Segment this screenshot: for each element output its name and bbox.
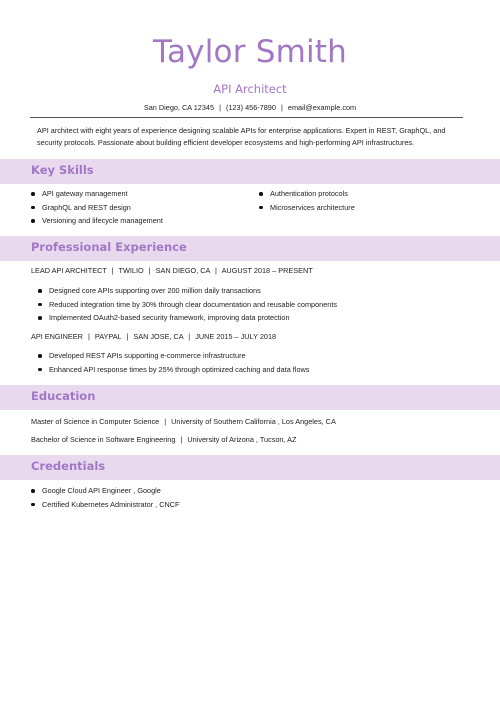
edu-separator: | [164, 417, 167, 426]
section-heading-skills: Key Skills [31, 163, 94, 177]
skills-list-right: Authentication protocols Microservices a… [259, 187, 355, 214]
job-separator: | [126, 332, 129, 341]
degree-name: Master of Science in Computer Science [31, 417, 160, 426]
job-separator: | [111, 266, 114, 275]
bullet-icon [259, 205, 263, 209]
skill-text: API gateway management [42, 189, 128, 198]
job-header-1: LEAD API ARCHITECT | TWILIO | SAN DIEGO,… [31, 266, 313, 275]
section-heading-education: Education [31, 389, 96, 403]
bullet-icon [38, 302, 42, 306]
summary-paragraph: API architect with eight years of experi… [37, 126, 446, 147]
job-role: API ENGINEER [31, 332, 83, 341]
bullet-icon [31, 502, 35, 506]
job-company: PAYPAL [94, 332, 122, 341]
list-item: Implemented OAuth2-based security framew… [38, 311, 337, 325]
achievement-text: Enhanced API response times by 25% throu… [49, 364, 310, 374]
bullet-icon [38, 316, 42, 320]
bullet-icon [259, 192, 263, 196]
contact-line: San Diego, CA 12345 | (123) 456-7890 | e… [0, 103, 500, 112]
list-item: GraphQL and REST design [31, 201, 163, 215]
job-dates: AUGUST 2018 – PRESENT [221, 266, 313, 275]
achievement-text: Developed REST APIs supporting e-commerc… [49, 351, 246, 360]
job-separator: | [148, 266, 151, 275]
section-band-experience: Professional Experience [0, 236, 500, 261]
list-item: Certified Kubernetes Administrator , CNC… [31, 498, 179, 512]
contact-email[interactable]: email@example.com [287, 103, 357, 112]
list-item: Designed core APIs supporting over 200 m… [38, 284, 337, 298]
list-item: Versioning and lifecycle management [31, 214, 163, 228]
skill-text: Authentication protocols [270, 189, 348, 198]
job-location: SAN JOSE, CA [133, 332, 184, 341]
job-title: API Architect [213, 82, 287, 96]
bullet-icon [31, 219, 35, 223]
list-item: API gateway management [31, 187, 163, 201]
bullet-icon [31, 489, 35, 493]
job-1-bullets: Designed core APIs supporting over 200 m… [38, 284, 337, 325]
job-separator: | [188, 332, 191, 341]
education-entry-1: Master of Science in Computer Science | … [31, 417, 336, 426]
list-item: Authentication protocols [259, 187, 355, 201]
edu-separator: | [180, 435, 183, 444]
bullet-icon [38, 367, 42, 371]
degree-name: Bachelor of Science in Software Engineer… [31, 435, 176, 444]
skill-text: Versioning and lifecycle management [42, 216, 163, 225]
job-role: LEAD API ARCHITECT [31, 266, 107, 275]
school-name: University of Southern California , Los … [171, 417, 336, 426]
list-item: Developed REST APIs supporting e-commerc… [38, 349, 309, 363]
job-separator: | [215, 266, 217, 275]
contact-separator: | [280, 103, 283, 112]
job-company: TWILIO [118, 266, 144, 275]
job-2-bullets: Developed REST APIs supporting e-commerc… [38, 349, 309, 376]
list-item: Microservices architecture [259, 201, 355, 215]
school-name: University of Arizona , Tucson, AZ [187, 435, 297, 444]
contact-separator: | [219, 103, 221, 112]
job-separator: | [87, 332, 90, 341]
credentials-list: Google Cloud API Engineer , Google Certi… [31, 484, 179, 511]
list-item: Google Cloud API Engineer , Google [31, 484, 179, 498]
achievement-text: Designed core APIs supporting over 200 m… [49, 286, 261, 295]
job-location: SAN DIEGO, CA [155, 266, 210, 275]
list-item: Enhanced API response times by 25% throu… [38, 363, 309, 377]
achievement-text: Implemented OAuth2-based security framew… [49, 313, 290, 322]
list-item: Reduced integration time by 30% through … [38, 298, 337, 312]
header-divider [30, 117, 463, 118]
section-band-credentials: Credentials [0, 455, 500, 480]
contact-location: San Diego, CA 12345 [143, 103, 215, 112]
section-band-education: Education [0, 385, 500, 410]
section-heading-credentials: Credentials [31, 459, 106, 473]
credential-text: Google Cloud API Engineer , Google [42, 486, 161, 495]
job-header-2: API ENGINEER | PAYPAL | SAN JOSE, CA | J… [31, 332, 276, 341]
education-entry-2: Bachelor of Science in Software Engineer… [31, 435, 296, 444]
job-dates: JUNE 2015 – JULY 2018 [195, 332, 277, 341]
bullet-icon [38, 354, 42, 358]
skill-text: Microservices architecture [270, 202, 355, 212]
bullet-icon [38, 289, 42, 293]
achievement-text: Reduced integration time by 30% through … [49, 299, 338, 309]
credential-text: Certified Kubernetes Administrator , CNC… [42, 499, 180, 509]
contact-phone: (123) 456-7890 [226, 103, 276, 112]
skills-list-left: API gateway management GraphQL and REST … [31, 187, 163, 228]
section-band-skills: Key Skills [0, 159, 500, 184]
candidate-name: Taylor Smith [152, 34, 348, 70]
section-heading-experience: Professional Experience [31, 240, 187, 254]
bullet-icon [31, 205, 35, 209]
skill-text: GraphQL and REST design [42, 202, 131, 212]
bullet-icon [31, 192, 35, 196]
